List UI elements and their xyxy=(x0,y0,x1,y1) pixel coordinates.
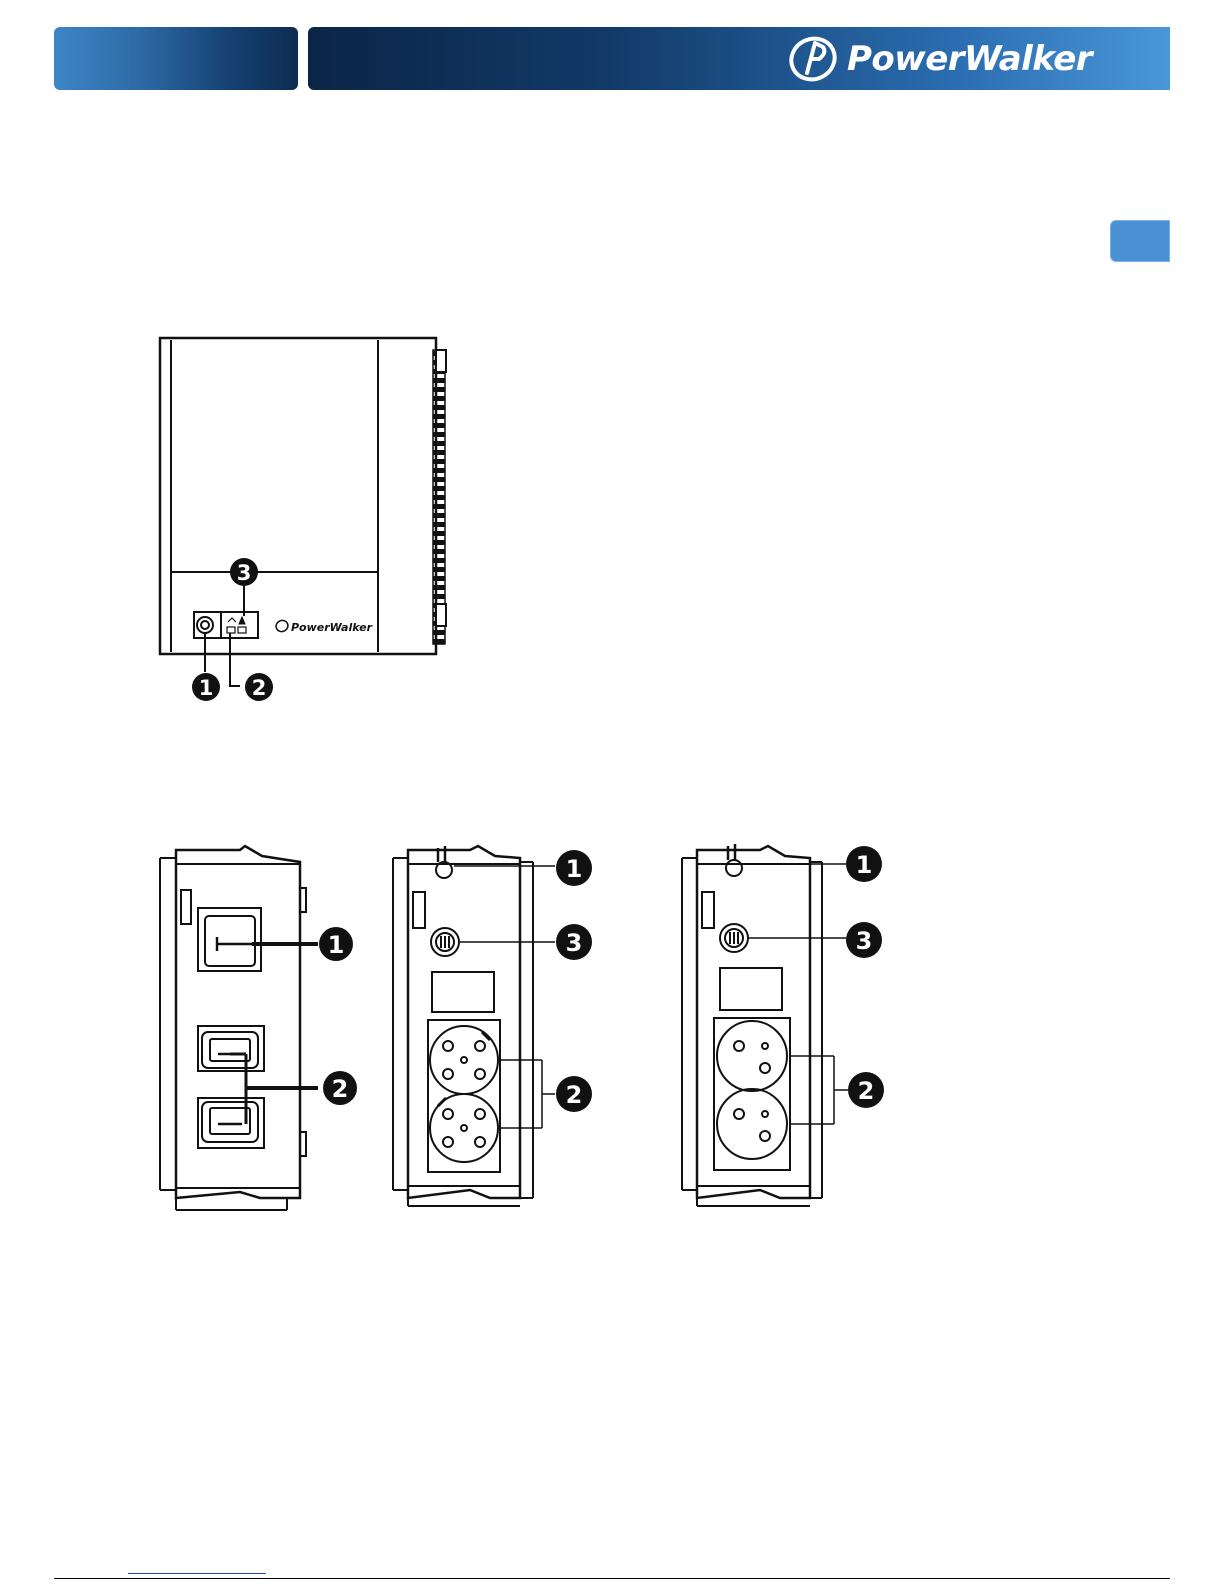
french-callout-1: 1 xyxy=(846,846,882,882)
callout-number: 2 xyxy=(332,1075,349,1103)
callout-number: 2 xyxy=(252,676,267,700)
iec-callout-1: 1 xyxy=(319,927,353,961)
footer-rule xyxy=(54,1578,1170,1579)
front-callout-3: 3 xyxy=(230,558,258,586)
front-callout-2: 2 xyxy=(245,673,273,701)
callout-number: 2 xyxy=(858,1077,875,1105)
callout-number: 2 xyxy=(566,1081,583,1109)
rear-view-schuko xyxy=(393,846,555,1206)
callout-number: 3 xyxy=(856,927,873,955)
iec-callout-2: 2 xyxy=(323,1071,357,1105)
callout-number: 1 xyxy=(328,931,345,959)
french-callout-2: 2 xyxy=(848,1072,884,1108)
schuko-callout-3: 3 xyxy=(556,924,592,960)
callout-number: 3 xyxy=(237,561,252,585)
callout-number: 1 xyxy=(199,676,214,700)
front-callout-1: 1 xyxy=(192,673,220,701)
callout-number: 1 xyxy=(566,855,583,883)
schuko-callout-1: 1 xyxy=(556,850,592,886)
rear-view-french xyxy=(682,844,848,1206)
footer-link-underline[interactable] xyxy=(128,1573,266,1574)
rear-view-iec xyxy=(160,846,318,1210)
callout-number: 3 xyxy=(566,929,583,957)
callout-number: 1 xyxy=(856,851,873,879)
french-callout-3: 3 xyxy=(846,922,882,958)
front-panel-brand: PowerWalker xyxy=(274,618,372,634)
schuko-callout-2: 2 xyxy=(556,1076,592,1112)
panel-brand-text: PowerWalker xyxy=(291,621,373,634)
